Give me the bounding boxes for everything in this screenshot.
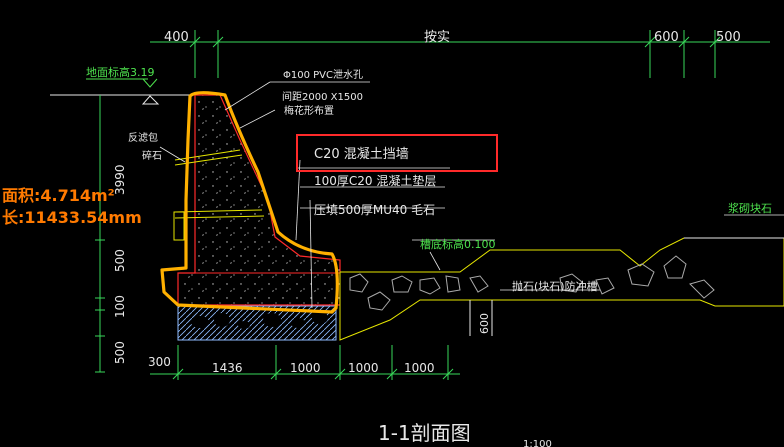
trench-elevation-label: 槽底标高0.100 [420, 237, 496, 251]
dim-500-a: 500 [113, 249, 127, 272]
riprap-trench: 600 [339, 237, 784, 341]
pvc-label: Φ100 PVC泄水孔 [283, 68, 363, 81]
cushion-label: 100厚C20 混凝土垫层 [314, 173, 436, 188]
pvc-layout-label: 梅花形布置 [284, 104, 334, 117]
gravel-label: 碎石 [142, 149, 162, 162]
dim-3990: 3990 [113, 164, 127, 195]
dim-500-b: 500 [113, 341, 127, 364]
left-dimension: 3990 500 100 500 [95, 95, 127, 373]
stone-fill-label: 压填500厚MU40 毛石 [314, 203, 435, 217]
masonry-slope-label: 浆砌块石 [728, 201, 772, 215]
ground-elevation-text: 地面标高3.19 [86, 65, 155, 79]
wall-label: C20 混凝土挡墙 [314, 146, 409, 162]
pvc-spacing-label: 间距2000 X1500 [282, 90, 363, 103]
dim-300: 300 [148, 355, 171, 369]
dim-100: 100 [113, 295, 127, 318]
retaining-wall [173, 94, 341, 306]
top-dimension: 400 按实 600 500 [150, 30, 770, 78]
dim-1436: 1436 [212, 361, 243, 375]
dim-400: 400 [164, 30, 189, 45]
dim-1000-b: 1000 [348, 361, 379, 375]
highlight-outline [160, 91, 339, 314]
dim-500: 500 [716, 30, 741, 45]
length-readout: 长:11433.54mm [2, 208, 142, 227]
scale-label: 1:100 [523, 439, 552, 447]
section-title: 1-1剖面图 [378, 421, 471, 445]
ground-elevation: 地面标高3.19 [50, 65, 190, 105]
wall-label-box: C20 混凝土挡墙 [296, 134, 498, 172]
area-readout: 面积:4.714m² [2, 186, 115, 205]
bottom-dimension: 300 1436 1000 1000 1000 [148, 345, 460, 380]
dim-1000-c: 1000 [404, 361, 435, 375]
dim-as-built: 按实 [424, 30, 450, 45]
leader-lines [159, 81, 784, 309]
filter-label: 反滤包 [128, 131, 158, 144]
riprap-label: 抛石(块石)防冲槽 [512, 279, 598, 293]
dim-600-vertical: 600 [478, 313, 491, 334]
dim-1000-a: 1000 [290, 361, 321, 375]
dim-600: 600 [654, 30, 679, 45]
